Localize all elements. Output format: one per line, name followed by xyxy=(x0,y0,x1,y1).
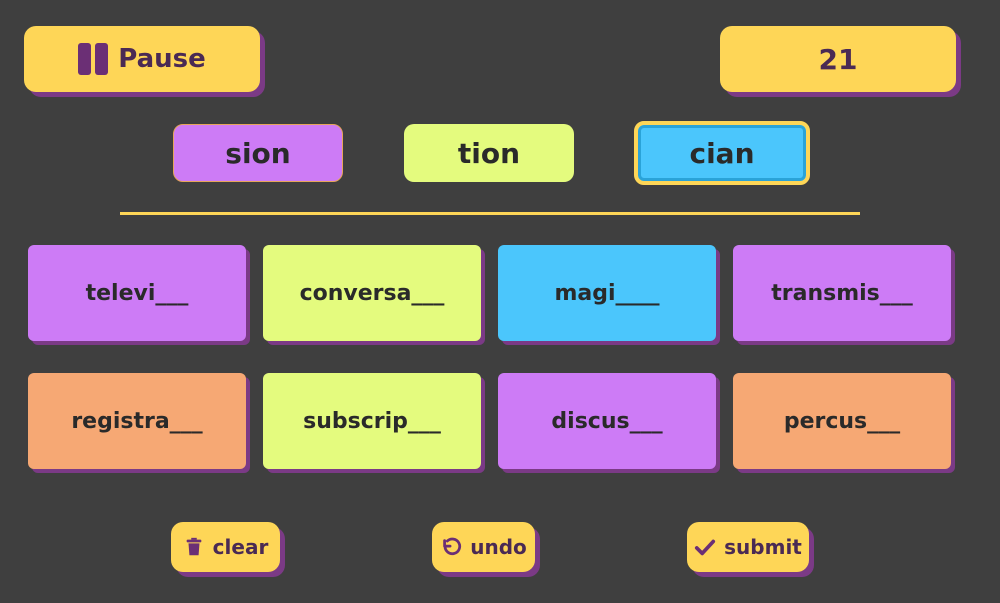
word-card-text: discus___ xyxy=(551,408,663,434)
check-icon xyxy=(695,539,716,556)
pause-button[interactable]: Pause xyxy=(24,26,260,92)
word-card[interactable]: discus___ xyxy=(498,373,716,469)
word-card-text: subscrip___ xyxy=(303,408,441,434)
word-card[interactable]: conversa___ xyxy=(263,245,481,341)
suffix-label: cian xyxy=(689,136,755,170)
score-display: 21 xyxy=(720,26,956,92)
word-card[interactable]: registra___ xyxy=(28,373,246,469)
undo-button[interactable]: undo xyxy=(432,522,535,572)
trash-icon xyxy=(186,537,202,556)
undo-icon xyxy=(443,537,462,556)
suffix-option-tion[interactable]: tion xyxy=(404,124,574,182)
pause-label: Pause xyxy=(118,44,206,74)
word-card-text: transmis___ xyxy=(771,280,913,306)
word-card[interactable]: transmis___ xyxy=(733,245,951,341)
undo-label: undo xyxy=(470,535,527,559)
clear-button[interactable]: clear xyxy=(171,522,280,572)
suffix-label: sion xyxy=(225,136,291,170)
word-card-text: conversa___ xyxy=(299,280,445,306)
word-card-text: televi___ xyxy=(85,280,189,306)
word-card[interactable]: magi____ xyxy=(498,245,716,341)
suffix-label: tion xyxy=(457,136,521,170)
pause-icon xyxy=(78,43,109,75)
suffix-option-cian-selected[interactable]: cian xyxy=(634,121,810,185)
word-card-text: percus___ xyxy=(783,408,901,434)
divider xyxy=(120,212,860,215)
submit-button[interactable]: submit xyxy=(687,522,809,572)
word-card-text: registra___ xyxy=(71,408,203,434)
score-value: 21 xyxy=(818,42,858,76)
clear-label: clear xyxy=(212,535,269,559)
word-card-text: magi____ xyxy=(554,280,660,306)
submit-label: submit xyxy=(724,535,802,559)
word-card[interactable]: televi___ xyxy=(28,245,246,341)
word-card[interactable]: subscrip___ xyxy=(263,373,481,469)
word-card[interactable]: percus___ xyxy=(733,373,951,469)
suffix-option-sion[interactable]: sion xyxy=(173,124,343,182)
